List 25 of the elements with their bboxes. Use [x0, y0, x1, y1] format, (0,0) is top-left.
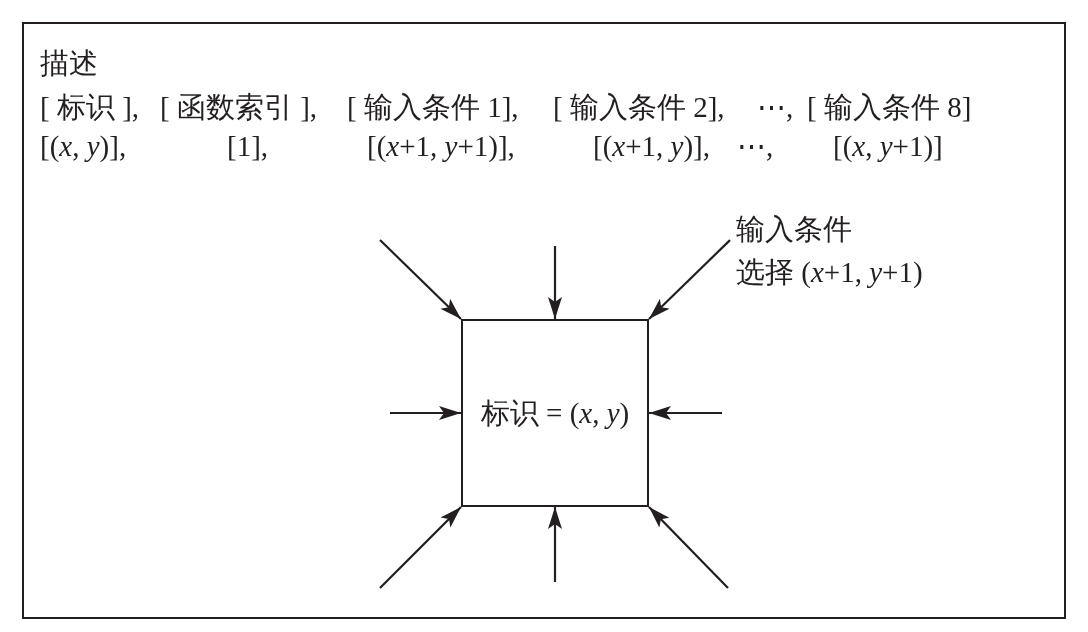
arrow [390, 406, 461, 420]
annotation-text: 选择 (x+1, y+1) [736, 255, 923, 290]
arrow [548, 246, 562, 319]
annotation-text: 输入条件 [736, 212, 852, 247]
field-value-text: [(x+1, y)], [593, 129, 710, 164]
field-name-text: [ 输入条件 2], [553, 90, 725, 125]
field-name-text: [ 函数索引 ], [160, 90, 318, 125]
arrow [649, 406, 722, 420]
field-value-text: [1], [227, 129, 269, 164]
field-name-text: [ 标识 ], [40, 90, 140, 125]
field-value-text: [(x, y)], [40, 129, 127, 164]
arrow [648, 506, 729, 589]
arrow [379, 239, 462, 320]
arrow [648, 239, 731, 320]
heading-text: 描述 [40, 46, 98, 81]
ellipsis-text: ⋯, [757, 90, 794, 125]
id-box: 标识 = (x, y) [461, 319, 649, 507]
field-name-text: [ 输入条件 1], [347, 90, 519, 125]
field-value-text: [(x+1, y+1)], [367, 129, 515, 164]
outer-frame [22, 22, 1066, 619]
field-name-text: [ 输入条件 8] [807, 90, 972, 125]
ellipsis-text: ⋯, [737, 129, 774, 164]
arrow [548, 507, 562, 582]
field-value-text: [(x, y+1)] [833, 129, 943, 164]
arrow [379, 506, 462, 589]
